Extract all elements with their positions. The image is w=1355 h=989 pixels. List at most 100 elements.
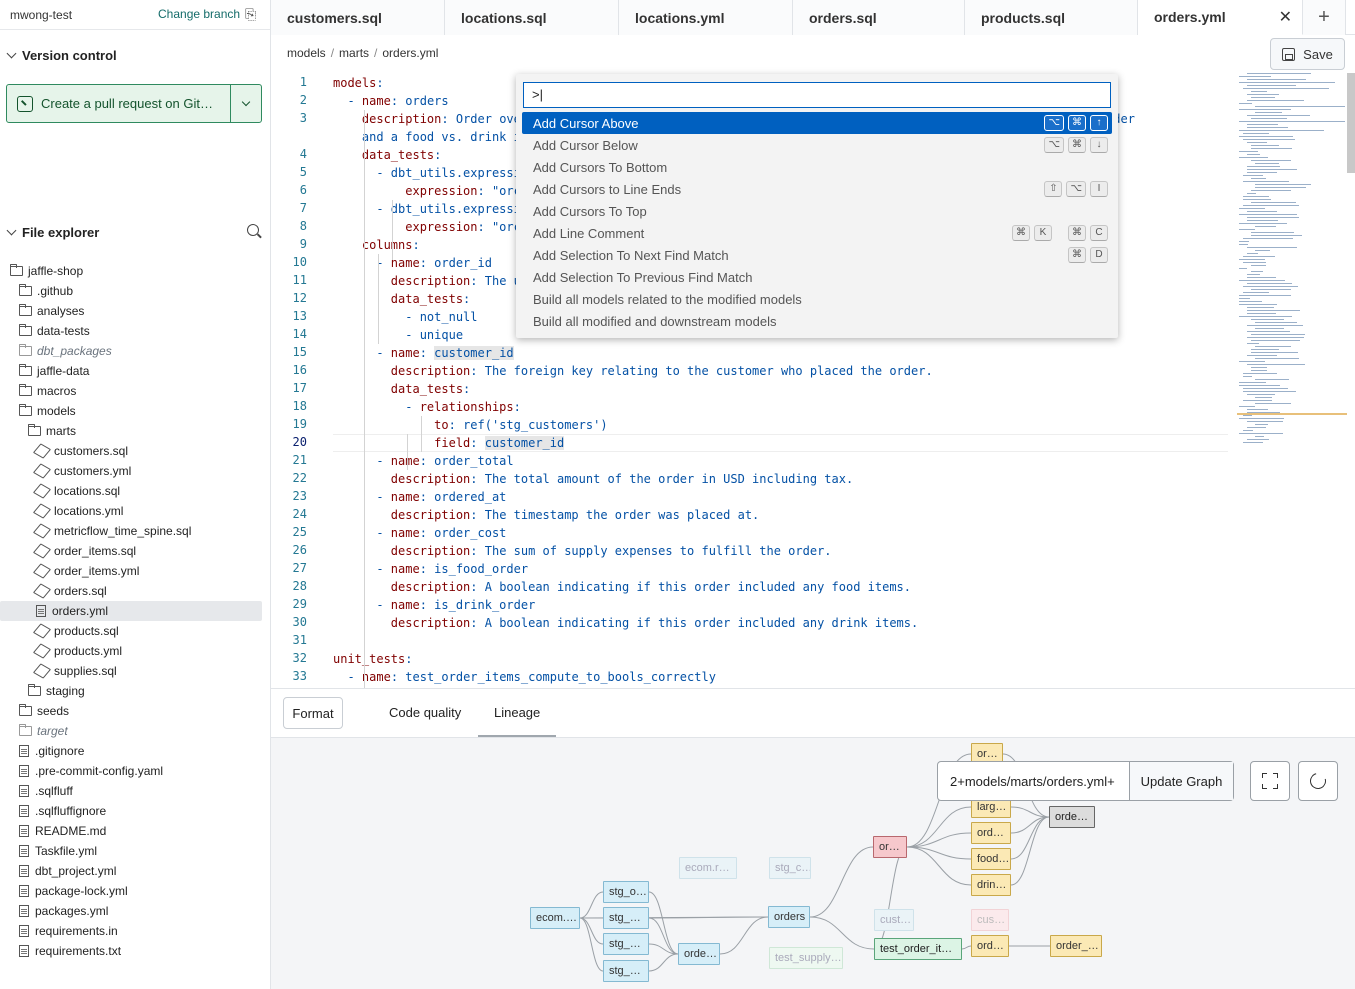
file-tree-item[interactable]: locations.yml [0, 501, 271, 521]
tab-code-quality[interactable]: Code quality [389, 705, 461, 720]
file-tree-item[interactable]: staging [0, 681, 271, 701]
create-pull-request-button[interactable]: Create a pull request on Git… [6, 84, 262, 123]
file-tree-item[interactable]: .sqlfluff [0, 781, 271, 801]
search-icon[interactable] [247, 224, 259, 236]
file-tree-item[interactable]: README.md [0, 821, 271, 841]
file-tree-item[interactable]: supplies.sql [0, 661, 271, 681]
new-tab-button[interactable]: + [1303, 0, 1346, 35]
file-tree-item[interactable]: macros [0, 381, 271, 401]
copy-icon[interactable]: ⎘ [245, 6, 256, 23]
file-tree-item[interactable]: orders.yml [0, 601, 262, 621]
lineage-node-ord1[interactable]: ord… [971, 822, 1011, 844]
lineage-node-or[interactable]: or… [873, 836, 907, 858]
tab-orders-sql[interactable]: orders.sql [793, 0, 965, 35]
file-tree-item[interactable]: .pre-commit-config.yaml [0, 761, 271, 781]
file-tree-item[interactable]: dbt_project.yml [0, 861, 271, 881]
file-tree-item[interactable]: jaffle-shop [0, 261, 271, 281]
file-tree-item[interactable]: requirements.txt [0, 941, 271, 961]
folder-icon [19, 386, 32, 396]
command-item[interactable]: Add Cursors To Top [522, 200, 1112, 222]
file-tree-item[interactable]: .github [0, 281, 271, 301]
file-tree-item[interactable]: jaffle-data [0, 361, 271, 381]
lineage-node-cust[interactable]: cust… [874, 909, 914, 931]
file-tree-item[interactable]: products.sql [0, 621, 271, 641]
tab-orders-yml[interactable]: orders.yml✕ [1138, 0, 1303, 35]
lineage-node-stgc[interactable]: stg_c… [769, 857, 811, 879]
lineage-node-orde[interactable]: orde… [678, 943, 720, 965]
expand-graph-button[interactable] [1250, 761, 1290, 801]
editor-scrollbar[interactable] [1347, 73, 1355, 173]
code-line: - name: test_order_items_compute_to_bool… [333, 668, 716, 686]
file-tree-item[interactable]: models [0, 401, 271, 421]
command-palette-input[interactable]: >| [523, 82, 1111, 108]
version-control-header[interactable]: Version control [8, 48, 117, 63]
command-item[interactable]: Add Cursor Below⌥⌘↓ [522, 134, 1112, 156]
file-tree-item[interactable]: Taskfile.yml [0, 841, 271, 861]
lineage-node-test_order[interactable]: test_order_it… [874, 938, 962, 960]
line-number: 20 [271, 435, 307, 449]
command-item[interactable]: Add Cursor Above⌥⌘↑ [522, 112, 1112, 134]
command-item[interactable]: Add Line Comment⌘K⌘C [522, 222, 1112, 244]
command-item[interactable]: Add Selection To Previous Find Match [522, 266, 1112, 288]
lineage-node-ordeg[interactable]: orde… [1049, 806, 1095, 828]
breadcrumb-item[interactable]: marts [339, 46, 369, 60]
file-tree-item[interactable]: order_items.yml [0, 561, 271, 581]
lineage-node-stgo[interactable]: stg_o… [603, 881, 649, 903]
update-graph-button[interactable]: Update Graph [1129, 762, 1233, 800]
file-tree-item[interactable]: analyses [0, 301, 271, 321]
file-tree-item[interactable]: .sqlfluffignore [0, 801, 271, 821]
file-tree-item[interactable]: locations.sql [0, 481, 271, 501]
lineage-node-orders[interactable]: orders [768, 906, 810, 928]
lineage-node-food[interactable]: food… [971, 848, 1011, 870]
graph-selector-input[interactable]: 2+models/marts/orders.yml+ [938, 762, 1129, 800]
lineage-node-stg4[interactable]: stg_… [603, 960, 649, 982]
lineage-node-stg2[interactable]: stg_… [603, 907, 649, 929]
file-explorer-header[interactable]: File explorer [8, 225, 99, 240]
command-item[interactable]: Build all modified and downstream models [522, 310, 1112, 332]
lineage-node-cus[interactable]: cus… [971, 909, 1009, 931]
command-item[interactable]: Build all models related to the modified… [522, 288, 1112, 310]
file-tree-item[interactable]: requirements.in [0, 921, 271, 941]
format-button[interactable]: Format [283, 697, 343, 729]
lineage-node-ord2[interactable]: ord… [971, 935, 1009, 957]
lineage-node-ecom1[interactable]: ecom.… [530, 907, 580, 929]
file-tree-item[interactable]: customers.yml [0, 461, 271, 481]
file-tree-item[interactable]: order_items.sql [0, 541, 271, 561]
minimap[interactable] [1237, 73, 1347, 453]
tab-customers-sql[interactable]: customers.sql [271, 0, 445, 35]
file-tree-item[interactable]: packages.yml [0, 901, 271, 921]
change-branch-link[interactable]: Change branch [158, 7, 240, 21]
breadcrumb-item[interactable]: models [287, 46, 326, 60]
file-tree-item[interactable]: seeds [0, 701, 271, 721]
breadcrumb-item[interactable]: orders.yml [382, 46, 438, 60]
create-pull-request-main[interactable]: Create a pull request on Git… [7, 85, 230, 122]
pull-request-dropdown-button[interactable] [230, 85, 261, 122]
close-icon[interactable]: ✕ [1279, 7, 1292, 27]
lineage-node-order_[interactable]: order_… [1050, 935, 1102, 957]
command-item[interactable]: Add Cursors to Line Ends⇧⌥I [522, 178, 1112, 200]
tab-locations-sql[interactable]: locations.sql [445, 0, 619, 35]
file-tree-item[interactable]: products.yml [0, 641, 271, 661]
file-tree-item[interactable]: package-lock.yml [0, 881, 271, 901]
command-item[interactable]: Add Cursors To Bottom [522, 156, 1112, 178]
file-tree-item[interactable]: orders.sql [0, 581, 271, 601]
tab-products-sql[interactable]: products.sql [965, 0, 1138, 35]
lineage-node-stg3[interactable]: stg_… [603, 933, 649, 955]
tab-lineage[interactable]: Lineage [494, 705, 540, 720]
command-item[interactable]: Add Selection To Next Find Match⌘D [522, 244, 1112, 266]
file-tree-item[interactable]: dbt_packages [0, 341, 271, 361]
file-tree-label: seeds [37, 704, 69, 718]
refresh-graph-button[interactable] [1298, 761, 1338, 801]
file-tree-item[interactable]: target [0, 721, 271, 741]
lineage-graph[interactable]: ecom.… stg_o… stg_… stg_… stg_… ecom.r… stg_c…… [271, 737, 1355, 989]
lineage-node-test_supply[interactable]: test_supply… [769, 947, 843, 969]
save-button[interactable]: Save [1270, 38, 1345, 70]
file-tree-item[interactable]: marts [0, 421, 271, 441]
file-tree-item[interactable]: customers.sql [0, 441, 271, 461]
file-tree-item[interactable]: .gitignore [0, 741, 271, 761]
file-tree-item[interactable]: data-tests [0, 321, 271, 341]
lineage-node-drin[interactable]: drin… [971, 874, 1011, 896]
tab-locations-yml[interactable]: locations.yml [619, 0, 793, 35]
file-tree-item[interactable]: metricflow_time_spine.sql [0, 521, 271, 541]
lineage-node-ecomr[interactable]: ecom.r… [679, 857, 737, 879]
